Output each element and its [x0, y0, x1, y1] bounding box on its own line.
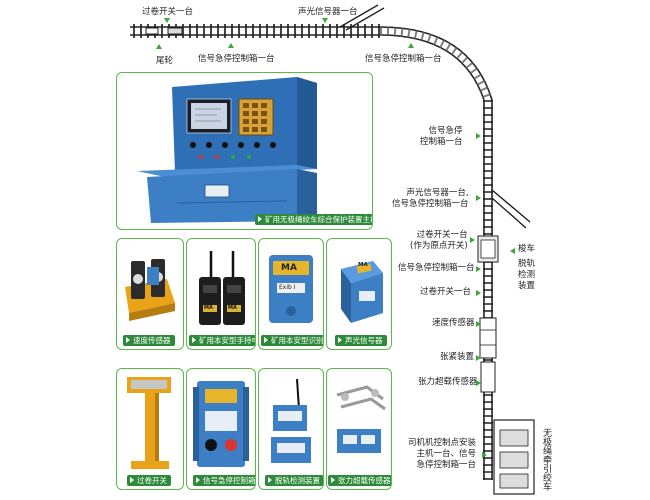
overwind-switch-icon [127, 377, 171, 469]
caption-tension-overload: 张力超载传感器 [328, 475, 391, 486]
handheld-radio-icon [199, 251, 245, 325]
label-tension-device: 张紧装置 [440, 352, 475, 362]
card-derail-detector: 脱轨检测装置 [258, 368, 324, 490]
label-winch: 无极绳牵引绞车 [541, 428, 551, 491]
label-right-estop-1: 信号急停 控制箱一台 [420, 126, 463, 147]
label-right-overwind-origin: 过卷开关一台 (作为原点开关) [410, 230, 468, 251]
label-shuttle: 梭车 [518, 244, 536, 254]
marker-tail-wheel-icon [156, 44, 162, 49]
speed-sensor-icon [125, 259, 175, 321]
tension-overload-icon [336, 385, 386, 453]
card-overwind-switch: 过卷开关 [116, 368, 184, 490]
card-signal-estop-box: 信号急停控制箱 [186, 368, 256, 490]
caption-speed-sensor: 速度传感器 [123, 335, 175, 346]
right-track [477, 100, 535, 495]
marker-right-overwind-2-icon [476, 290, 481, 296]
label-derail-device: 脱轨 检测 装置 [518, 259, 536, 291]
beacon-icon [341, 261, 383, 323]
caption-overwind-switch: 过卷开关 [127, 475, 171, 486]
main-host-cabinet-icon [137, 77, 317, 223]
marker-top-beacon-icon [322, 18, 328, 23]
caption-beacon: 声光信号器 [335, 335, 387, 346]
marker-tension-overspeed-icon [476, 380, 481, 386]
signal-estop-box-icon [193, 381, 249, 467]
caption-handheld-radio: 矿用本安型手持电台 [189, 335, 255, 346]
label-right-overwind-2: 过卷开关一台 [420, 287, 472, 297]
label-top-overwind: 过卷开关一台 [142, 7, 194, 17]
card-tension-overload: 张力超载传感器 [326, 368, 392, 490]
label-right-estop-2: 信号急停控制箱一台 [398, 263, 475, 273]
marker-top-estop-2-icon [408, 43, 414, 48]
marker-right-estop-2-icon [476, 266, 481, 272]
card-handheld-radio: MA MA 矿用本安型手持电台 [186, 238, 256, 350]
caption-signal-estop-box: 信号急停控制箱 [193, 475, 255, 486]
marker-shuttle-icon [510, 248, 515, 254]
beacon-brand: MA [358, 262, 368, 268]
label-driver-point: 司机机控制点安装 主机一台、信号 急停控制箱一台 [408, 438, 477, 470]
id-card-brand: MA [281, 263, 297, 273]
top-track [130, 4, 385, 38]
label-right-beacon-estop: 声光信号器一台, 信号急停控制箱一台 [392, 188, 469, 209]
caption-id-card: 矿用本安型识别卡 [261, 335, 323, 346]
label-top-beacon: 声光信号器一台 [298, 7, 358, 17]
marker-right-estop-1-icon [476, 133, 481, 139]
caption-main-host: 矿用无极绳绞车综合保护装置主机 [255, 214, 372, 225]
label-top-estop-2: 信号急停控制箱一台 [365, 54, 442, 64]
label-tail-wheel: 尾轮 [156, 56, 174, 66]
label-speed-sensor: 速度传感器 [432, 318, 475, 328]
radio-brand-right: MA [228, 305, 237, 311]
derail-detector-icon [271, 378, 311, 463]
marker-top-estop-1-icon [228, 43, 234, 48]
card-main-host: 矿用无极绳绞车综合保护装置主机 [116, 72, 373, 230]
label-top-estop-1: 信号急停控制箱一台 [198, 54, 275, 64]
marker-right-overwind-origin-icon [470, 237, 475, 243]
marker-speed-sensor-icon [476, 321, 481, 327]
id-card-mark: Exib I [279, 284, 296, 291]
card-speed-sensor: 速度传感器 [116, 238, 184, 350]
card-beacon: MA 声光信号器 [326, 238, 392, 350]
marker-right-beacon-icon [476, 195, 481, 201]
label-tension-overspeed: 张力超载传感器 [418, 377, 478, 387]
caption-derail-detector: 脱轨检测装置 [265, 475, 323, 486]
radio-brand-left: MA [204, 305, 213, 311]
curve-track [379, 26, 493, 102]
id-card-icon [269, 255, 313, 323]
marker-tension-device-icon [476, 355, 481, 361]
marker-driver-point-icon [482, 452, 487, 458]
card-id-card: MA Exib I 矿用本安型识别卡 [258, 238, 324, 350]
marker-top-overwind-icon [164, 18, 170, 23]
